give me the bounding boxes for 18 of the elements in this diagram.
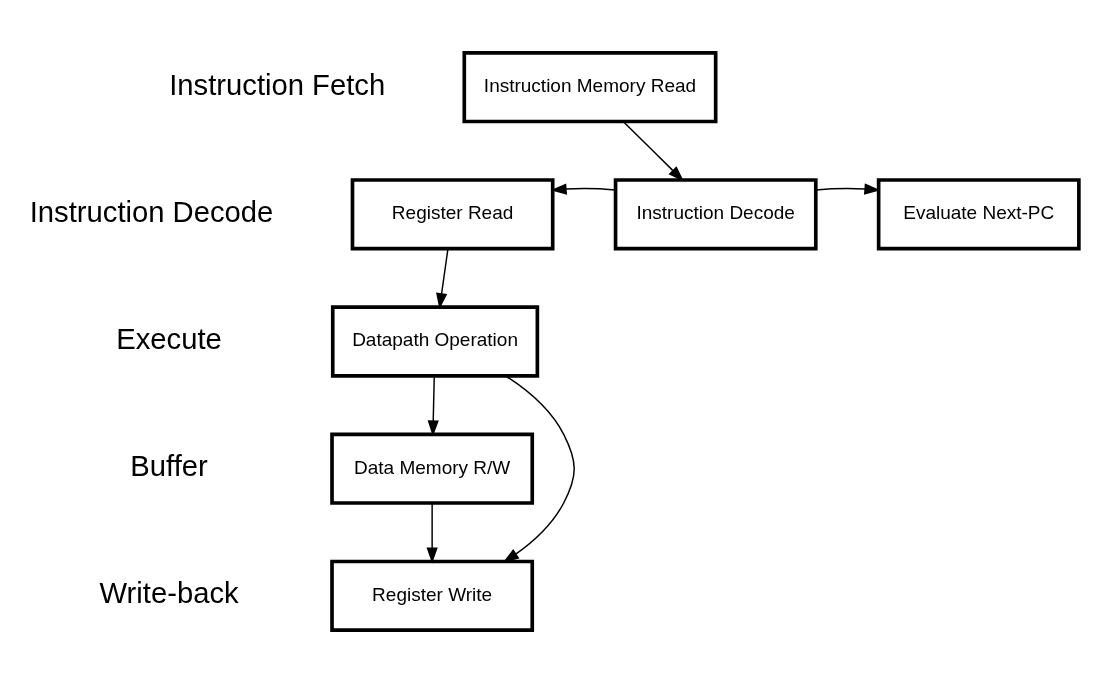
label: Write-back xyxy=(99,577,239,610)
arrow xyxy=(426,502,438,564)
node-box: Data Memory R/W xyxy=(330,432,535,505)
arrow xyxy=(427,375,439,437)
node-box: Register Write xyxy=(330,559,535,632)
label: Instruction Decode xyxy=(29,195,274,228)
node-box: Datapath Operation xyxy=(330,305,540,378)
arrow xyxy=(815,183,881,195)
node-box: Instruction Memory Read xyxy=(462,51,718,124)
label: Buffer xyxy=(130,449,208,482)
label: Execute xyxy=(116,322,222,355)
node-box: Instruction Decode xyxy=(613,178,818,251)
arrow xyxy=(550,183,616,195)
arrow xyxy=(622,121,684,182)
label: Instruction Fetch xyxy=(169,68,386,101)
node-box: Evaluate Next-PC xyxy=(876,178,1081,251)
node-box: Register Read xyxy=(350,178,555,251)
arrow xyxy=(502,375,575,563)
